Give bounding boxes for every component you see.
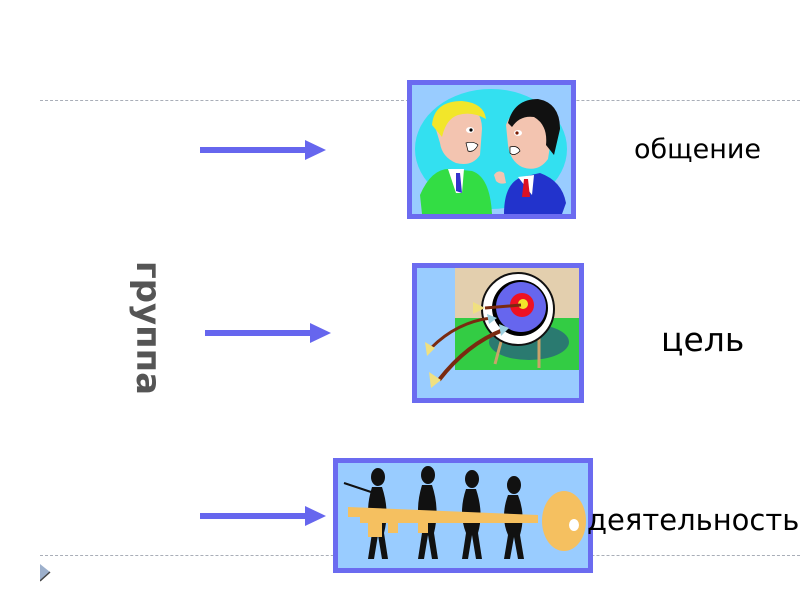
vertical-title: группа bbox=[128, 260, 168, 396]
people-carrying-key-icon bbox=[343, 466, 586, 559]
arrow-right-icon bbox=[205, 323, 331, 343]
arrow-right-icon bbox=[200, 140, 326, 160]
label-goal: цель bbox=[661, 320, 745, 359]
communication-people-icon bbox=[415, 89, 567, 214]
target-picture bbox=[412, 263, 584, 403]
arrow-right-icon bbox=[200, 506, 326, 526]
target-arrows-icon bbox=[425, 268, 579, 388]
communication-picture bbox=[407, 80, 576, 219]
label-communication: общение bbox=[634, 134, 762, 165]
next-slide-icon[interactable] bbox=[40, 564, 54, 584]
label-activity: деятельность bbox=[587, 503, 800, 537]
activity-picture bbox=[333, 458, 593, 573]
